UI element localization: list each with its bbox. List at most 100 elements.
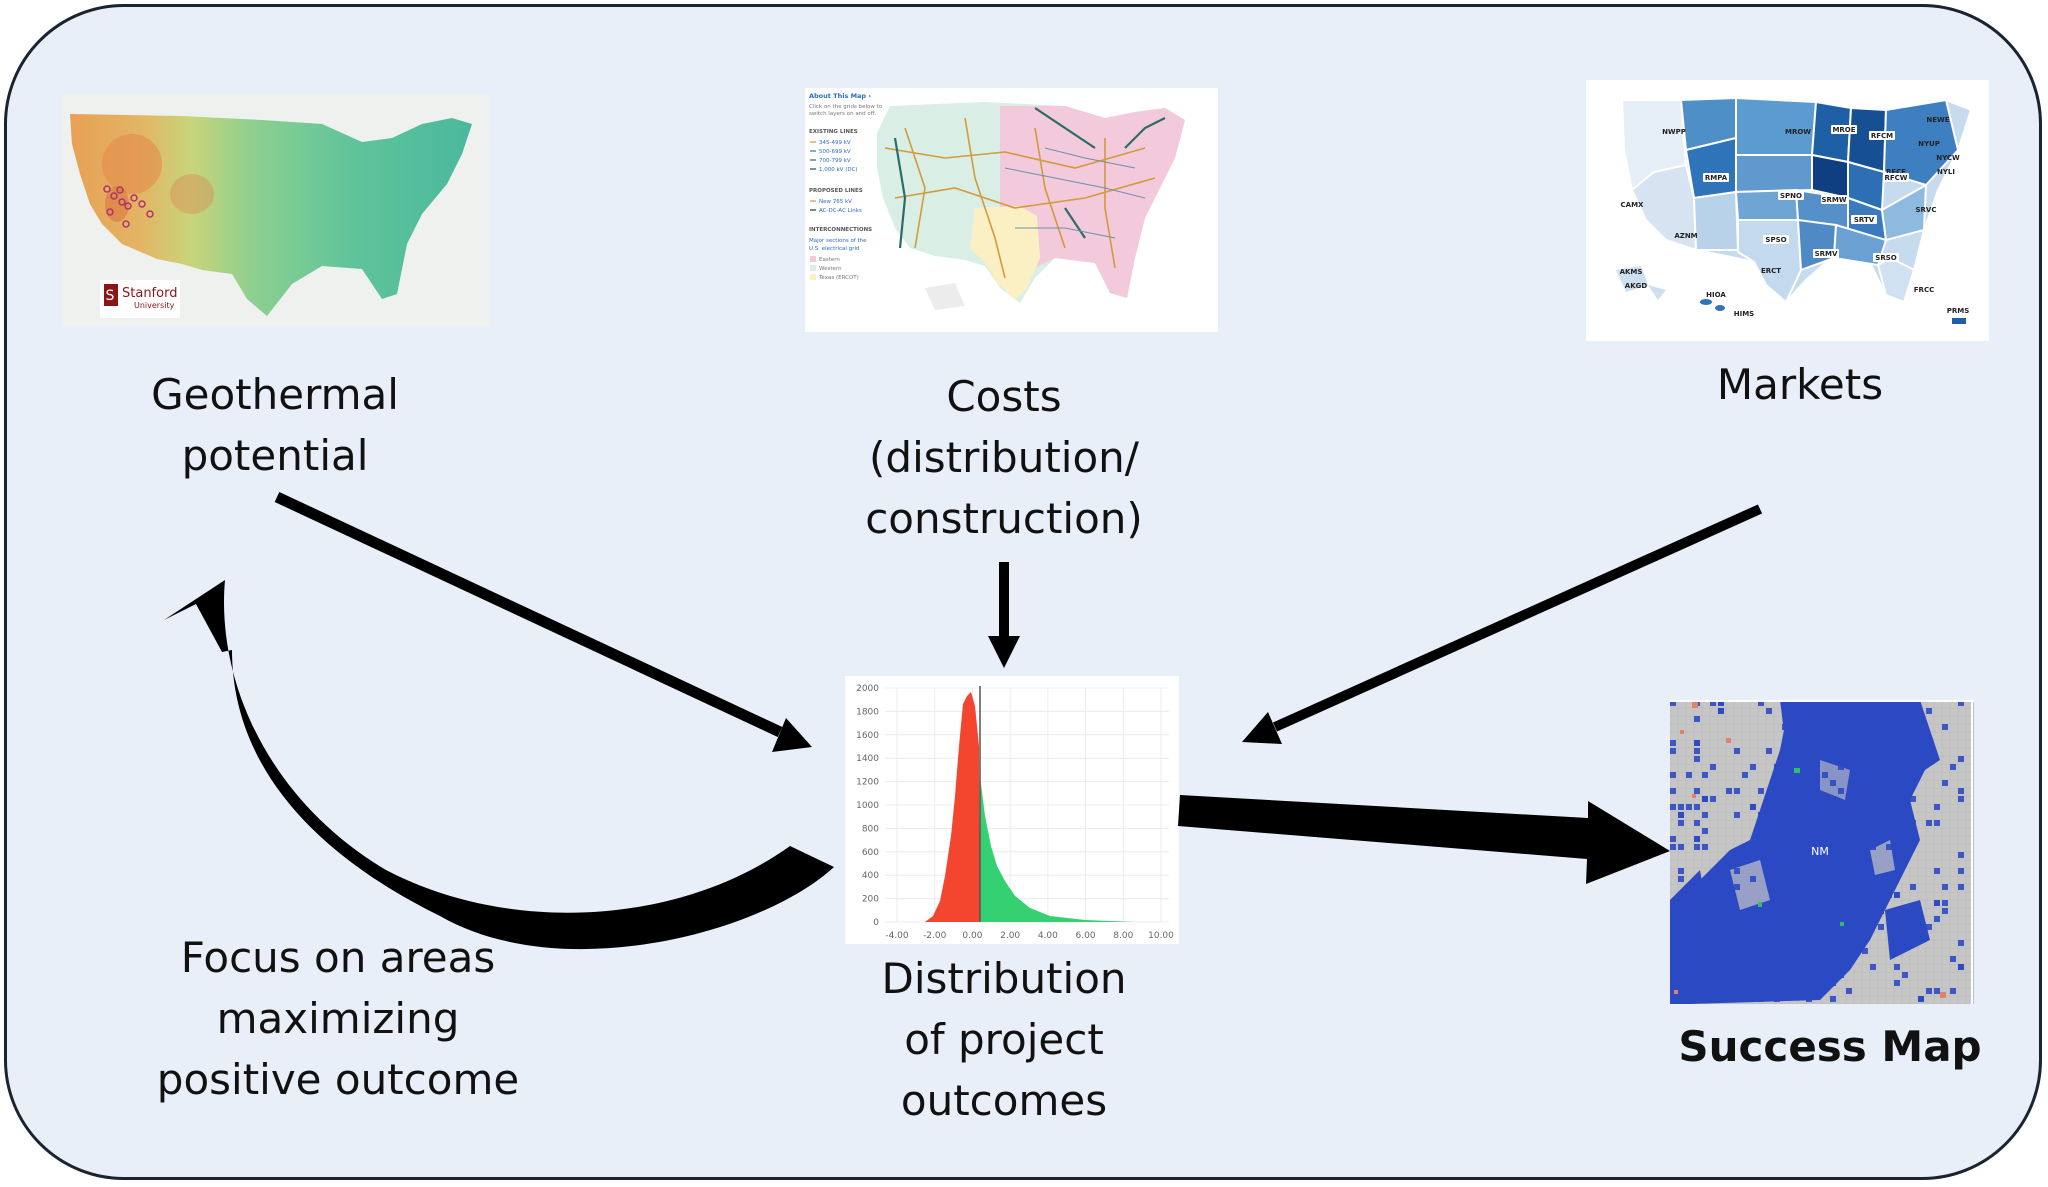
svg-text:S: S [106,288,115,304]
market-region-label: NWPP [1662,128,1686,136]
market-region-label: HIOA [1706,291,1726,299]
market-region-label: RFCE [1886,168,1906,176]
distribution-label-line: Distribution [881,954,1127,1003]
grid-map-legend-item: 500-699 kV [819,149,851,155]
geothermal-label-line: Geothermal [151,370,399,419]
geothermal-label-line: potential [181,431,369,480]
costs-label-line: Costs [946,372,1062,421]
focus-label: Focus on areas maximizing positive outco… [118,927,558,1110]
market-region-label: PRMS [1947,307,1970,315]
market-region-label: SRMV [1815,250,1838,258]
costs-label: Costs (distribution/ construction) [804,366,1204,549]
hist-y-tick: 400 [862,871,879,881]
market-region-label: AKGD [1625,282,1648,290]
market-region-label: SRMW [1821,196,1846,204]
market-region-label: MROE [1832,126,1855,134]
market-region-label: NYCW [1936,154,1960,162]
market-region-label: SPNO [1780,192,1802,200]
market-region-label: ERCT [1761,267,1781,275]
market-region-label: FRCC [1914,286,1934,294]
hist-x-tick: 4.00 [1038,931,1058,941]
grid-map-legend-item: AC-DC-AC Links [819,208,862,214]
stanford-logo-line1: Stanford [122,286,177,301]
market-region-label: SRVC [1916,206,1937,214]
grid-map-section-title: PROPOSED LINES [809,188,863,194]
hist-y-tick: 200 [862,895,879,905]
state-label: NM [1811,845,1829,858]
arrow-geothermal-to-distribution [274,492,812,752]
market-region-label: MROW [1785,128,1811,136]
distribution-label: Distribution of project outcomes [804,948,1204,1131]
hist-x-tick: 0.00 [962,931,982,941]
hist-y-tick: 0 [873,918,879,928]
market-region-label: RMPA [1705,174,1728,182]
stanford-logo-line2: University [134,301,175,310]
focus-label-line: positive outcome [156,1055,520,1104]
distribution-label-line: outcomes [900,1076,1108,1125]
positive-outcomes-bars [980,776,1135,922]
hist-x-tick: 2.00 [1000,931,1020,941]
arrow-feedback-to-geothermal [164,580,834,950]
market-region-label: RFCW [1884,174,1907,182]
grid-map-panel-text-2: switch layers on and off. [809,111,877,117]
hist-y-tick: 1400 [856,754,879,764]
success-map-label-line: Success Map [1678,1022,1982,1071]
hist-y-tick: 800 [862,824,879,834]
hist-x-tick: 6.00 [1076,931,1096,941]
arrow-markets-to-distribution [1242,504,1763,744]
grid-map-legend-item: Eastern [819,257,840,263]
market-region-label: NEWE [1926,116,1949,124]
hist-x-tick: 10.00 [1148,931,1174,941]
hist-x-tick: 8.00 [1113,931,1133,941]
success-green-cell [1840,922,1844,926]
grid-map-legend-item: New 765 kV [819,199,852,205]
arrow-distribution-to-success-map [1178,795,1670,884]
market-region-label: SRSO [1875,254,1896,262]
grid-map-legend-item: Texas (ERCOT) [818,275,859,281]
success-green-cell [1794,768,1800,773]
grid-map-legend-item: Western [819,266,842,272]
success-map-label: Success Map [1620,1016,2040,1077]
hist-x-tick: -2.00 [923,931,947,941]
hist-y-tick: 1200 [856,778,879,788]
market-region-label: CAMX [1621,201,1645,209]
market-region-label: RFCM [1871,132,1893,140]
success-green-cell [1758,902,1762,907]
market-region-label: SPSO [1765,236,1786,244]
grid-map-panel-title: About This Map › [809,92,871,100]
market-region-label: HIMS [1734,310,1754,318]
markets-label: Markets [1600,354,2000,415]
distribution-label-line: of project [904,1015,1104,1064]
focus-label-line: Focus on areas [180,933,496,982]
hist-y-tick: 2000 [856,684,879,694]
market-region-label: AKMS [1620,268,1643,276]
hist-y-tick: 600 [862,848,879,858]
arrow-costs-to-distribution [988,562,1020,668]
market-region-label: NYLI [1937,168,1955,176]
geothermal-map: S Stanford University [62,94,490,326]
market-region-label: SRTV [1854,216,1875,224]
success-map: NM [1670,700,1974,1004]
grid-map-legend-item: 345-499 kV [819,140,851,146]
grid-map-section-title: INTERCONNECTIONS [809,227,872,233]
grid-map-panel-text-1: Click on the grids below to [809,104,883,110]
grid-map-legend-item: Major sections of the [809,238,867,244]
grid-map-legend-item: U.S. electrical grid [809,246,859,252]
hist-y-tick: 1000 [856,801,879,811]
geothermal-label: Geothermal potential [75,364,475,486]
transmission-grid-map: About This Map › Click on the grids belo… [805,88,1218,332]
negative-outcomes-bars [925,692,980,922]
market-region-label: AZNM [1674,232,1697,240]
costs-label-line: (distribution/ [869,433,1139,482]
focus-label-line: maximizing [216,994,460,1043]
hist-x-tick: -4.00 [885,931,909,941]
grid-map-legend-item: 700-799 kV [819,158,851,164]
hist-y-tick: 1600 [856,731,879,741]
markets-label-line: Markets [1716,360,1884,409]
market-region-label: NYUP [1918,140,1940,148]
grid-map-section-title: EXISTING LINES [809,129,858,135]
